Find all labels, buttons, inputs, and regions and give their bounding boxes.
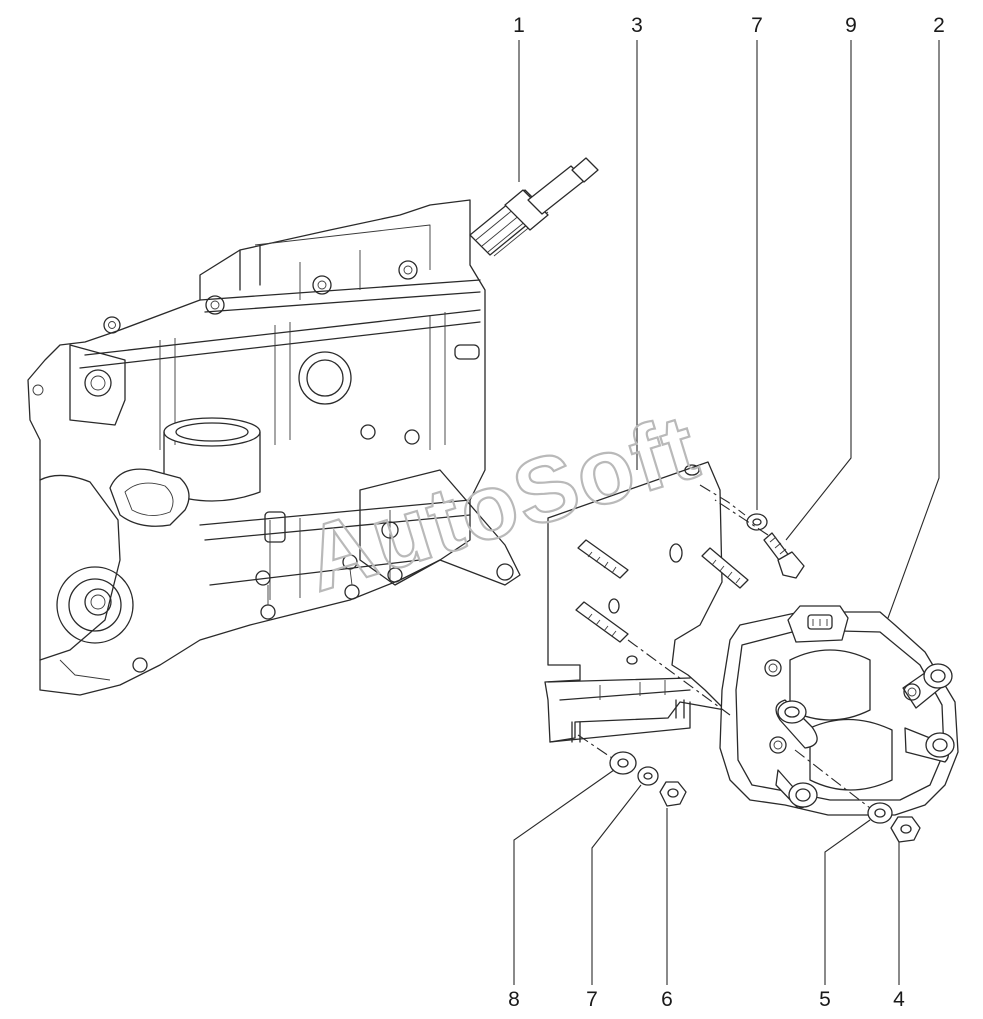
callout-7-bottom: 7 <box>586 988 598 1011</box>
washer-coil <box>867 802 893 824</box>
callout-4: 4 <box>893 988 905 1011</box>
bracket-stud-lower-left <box>575 601 629 643</box>
callout-2: 2 <box>933 14 945 37</box>
callout-6: 6 <box>661 988 673 1011</box>
bolt <box>763 532 805 579</box>
nut-lower <box>659 781 687 807</box>
nut-coil <box>890 816 921 843</box>
callout-5: 5 <box>819 988 831 1011</box>
coil-tower-1 <box>775 699 818 749</box>
ignition-coil <box>719 605 959 816</box>
spark-plug <box>469 157 599 257</box>
callout-9: 9 <box>845 14 857 37</box>
washer-upper <box>746 513 768 531</box>
spacer-washer-lower <box>609 751 637 775</box>
assembly-axis-lines <box>577 484 871 809</box>
engine-block <box>27 199 521 696</box>
bracket-stud-right <box>701 547 749 589</box>
callout-8: 8 <box>508 988 520 1011</box>
callout-7-top: 7 <box>751 14 763 37</box>
coil-tower-4 <box>775 769 818 809</box>
leader-lines <box>513 40 940 985</box>
coil-tower-2 <box>902 663 953 709</box>
mounting-bracket <box>544 461 749 743</box>
callout-1: 1 <box>513 14 525 37</box>
washer-lower <box>637 766 659 786</box>
bracket-stud-upper-left <box>577 539 629 579</box>
callout-3: 3 <box>631 14 643 37</box>
coil-tower-3 <box>904 727 955 763</box>
